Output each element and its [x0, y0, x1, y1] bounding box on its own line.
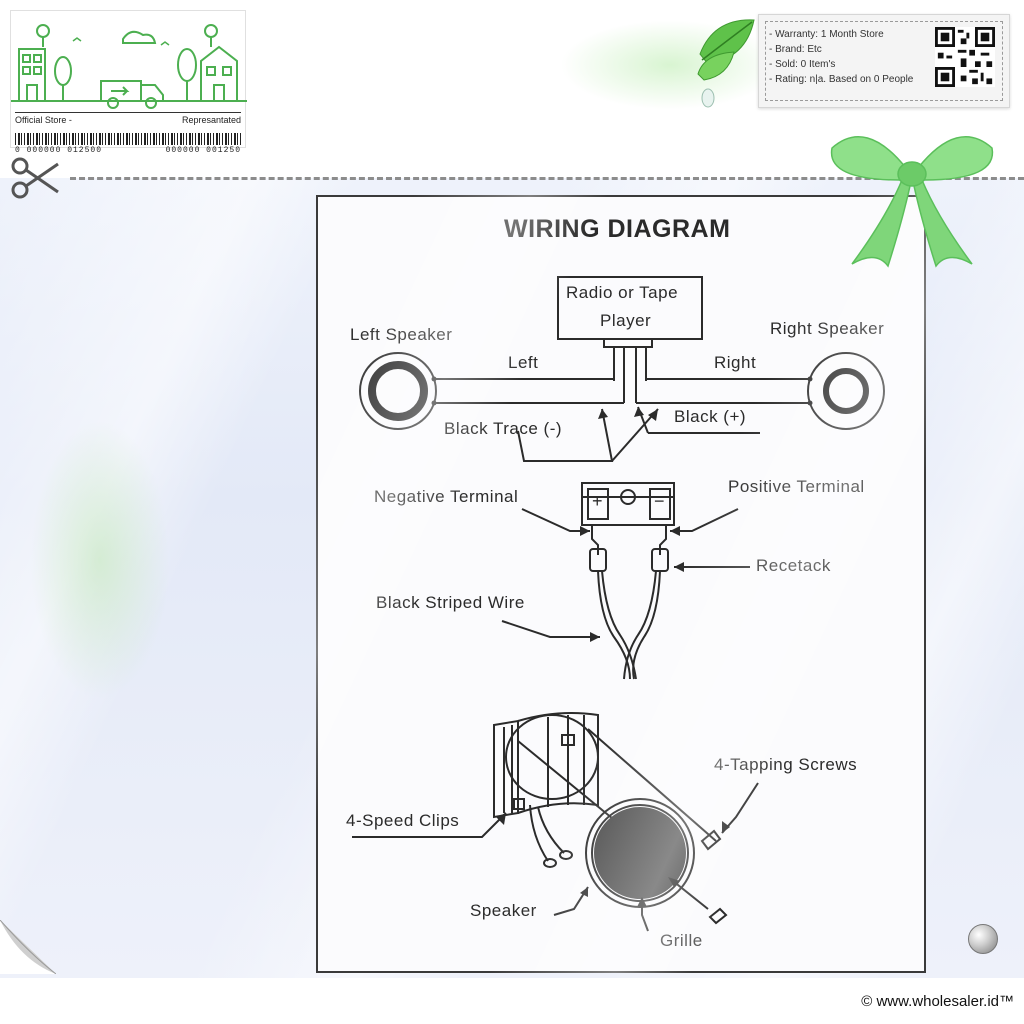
green-glow-decoration — [30, 420, 170, 700]
wiring-diagram-drawing — [352, 276, 885, 932]
right-wire-label: Right — [714, 353, 757, 372]
left-speaker-label: Left Speaker — [350, 325, 453, 344]
right-speaker-graphic — [807, 352, 885, 430]
barcode-number: 0 000000 012500 000000 001250 — [15, 146, 241, 155]
scissors-icon — [11, 157, 59, 199]
terminal-minus-symbol: − — [654, 491, 666, 511]
leaf-icon — [697, 19, 755, 108]
warranty-info: - Warranty: 1 Month Store — [769, 29, 884, 40]
speaker-label: Speaker — [470, 901, 537, 920]
black-trace-label: Black Trace (-) — [444, 419, 563, 438]
diagram-title: WIRING DIAGRAM — [504, 215, 731, 243]
qr-code-icon — [935, 27, 995, 87]
positive-terminal-label: Positive Terminal — [728, 477, 865, 496]
speed-clips-label: 4-Speed Clips — [346, 811, 460, 830]
delivery-town-illustration — [11, 24, 247, 109]
info-box-border — [765, 21, 1003, 101]
grille-label: Grille — [660, 931, 703, 950]
pin-icon — [968, 924, 998, 954]
radio-label-line1: Radio or Tape — [566, 283, 679, 302]
tapping-screws-label: 4-Tapping Screws — [714, 755, 858, 774]
product-info-list: - Warranty: 1 Month Store - Brand: Etc -… — [769, 27, 913, 87]
black-striped-wire-label: Black Striped Wire — [376, 593, 525, 612]
dashed-cut-line — [70, 177, 1024, 180]
black-positive-label: Black (+) — [674, 407, 747, 426]
right-speaker-label: Right Speaker — [770, 319, 885, 338]
rating-info: - Rating: n|a. Based on 0 People — [769, 74, 914, 85]
page-curl-corner — [0, 920, 56, 974]
barcode — [15, 133, 241, 145]
representated-label: Represantated — [181, 115, 241, 125]
product-info-box: - Warranty: 1 Month Store - Brand: Etc -… — [758, 14, 1010, 108]
brand-info: - Brand: Etc — [769, 44, 822, 55]
official-store-label: Official Store - — [15, 115, 72, 125]
sold-info: - Sold: 0 Item's — [769, 59, 836, 70]
store-card-labels: Official Store - Represantated — [15, 112, 241, 125]
left-wire-label: Left — [508, 353, 539, 372]
wiring-diagram-sheet: WIRING DIAGRAM Radio or Tape Player Left… — [316, 195, 926, 973]
negative-terminal-label: Negative Terminal — [374, 487, 519, 506]
terminal-plus-symbol: + — [592, 491, 604, 511]
radio-label-line2: Player — [600, 311, 652, 330]
ribbon-bow-icon — [830, 136, 994, 268]
store-card: Official Store - Represantated 0 000000 … — [10, 10, 247, 155]
recetack-label: Recetack — [756, 556, 831, 575]
copyright-footer: © www.wholesaler.id™ — [861, 993, 1014, 1010]
left-speaker-graphic — [359, 352, 437, 430]
